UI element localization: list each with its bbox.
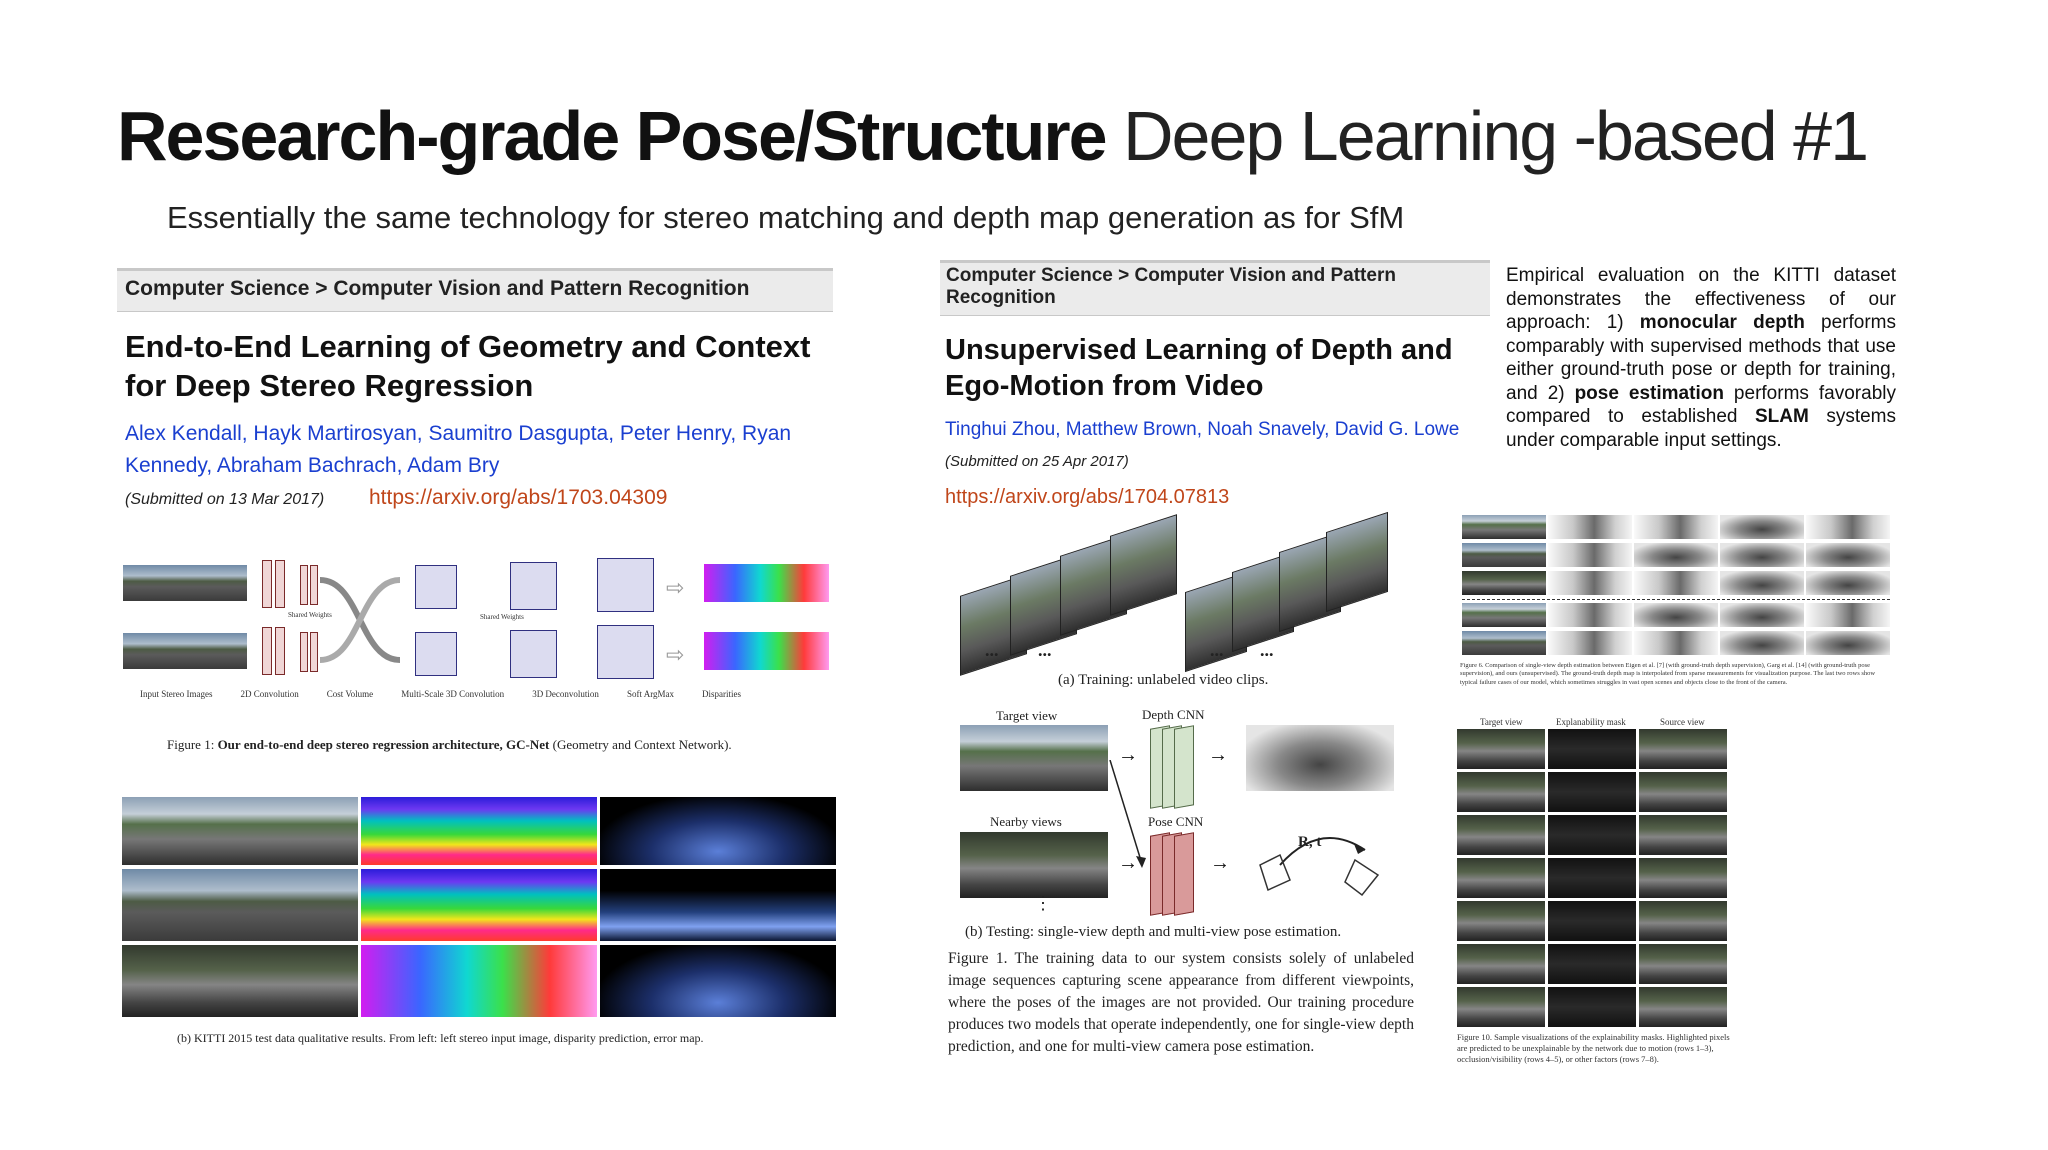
fig1-stage-label: Soft ArgMax xyxy=(626,689,675,699)
fig-b-arrow-3: → xyxy=(1118,852,1138,874)
paper1-arxiv-link[interactable]: https://arxiv.org/abs/1703.04309 xyxy=(369,486,668,509)
kitti-disparity-1 xyxy=(361,797,597,865)
paper2-authors[interactable]: Tinghui Zhou, Matthew Brown, Noah Snavel… xyxy=(945,419,1460,440)
fig1-arrow-bottom: ⇨ xyxy=(666,642,685,667)
paper1-subject-bar: Computer Science > Computer Vision and P… xyxy=(117,268,833,312)
fig6-caption: Figure 6. Comparison of single-view dept… xyxy=(1460,662,1876,686)
abstract-text-1: Empirical evaluation on the KITTI datase… xyxy=(1506,265,1896,334)
fig1-shared-weights-label-2: Shared Weights xyxy=(480,613,524,621)
fig1-arrow-top: ⇨ xyxy=(666,575,685,600)
paper2-fig1-caption: Figure 1. The training data to our syste… xyxy=(948,950,1414,1055)
fig1-caption-suffix: (Geometry and Context Network). xyxy=(549,737,732,752)
fig-b-arrow-4: → xyxy=(1210,852,1230,874)
paper2-abstract-excerpt: Empirical evaluation on the KITTI datase… xyxy=(1506,264,1896,452)
fig1-stage-label: 3D Deconvolution xyxy=(532,689,599,699)
paper2-title: Unsupervised Learning of Depth and Ego-M… xyxy=(945,334,1453,403)
kitti-disparity-2 xyxy=(361,869,597,941)
fig1-cost-volume-curve xyxy=(320,577,400,663)
fig-b-pose-cnn-label: Pose CNN xyxy=(1148,814,1204,829)
slide-title-bold: Research-grade Pose/Structure xyxy=(117,97,1108,175)
fig1-disparity-bottom xyxy=(704,632,829,670)
fig1-stage-label: Cost Volume xyxy=(326,689,374,699)
fig-b-vdots: ⋮ xyxy=(1034,893,1052,913)
fig1-disparity-top xyxy=(704,564,829,602)
abstract-text-4: systems under comparable input settings. xyxy=(1506,406,1897,451)
fig1-stage-label: Multi-Scale 3D Convolution xyxy=(401,689,505,699)
abstract-text-2: performs comparably with supervised meth… xyxy=(1506,312,1896,404)
kitti-error-1 xyxy=(600,797,836,865)
fig10-header-mask: Explanability mask xyxy=(1556,717,1626,727)
abstract-bold-monocular-depth: monocular depth xyxy=(1639,312,1805,334)
fig10-caption: Figure 10. Sample visualizations of the … xyxy=(1457,1032,1730,1065)
fig1-input-right-image xyxy=(123,633,247,669)
abstract-bold-slam: SLAM xyxy=(1755,406,1809,428)
paper1-submitted: (Submitted on 13 Mar 2017) xyxy=(125,491,325,508)
fig1-stage-label: Input Stereo Images xyxy=(140,689,213,699)
paper2-arxiv-link[interactable]: https://arxiv.org/abs/1704.07813 xyxy=(945,486,1230,508)
paper1-authors[interactable]: Alex Kendall, Hayk Martirosyan, Saumitro… xyxy=(125,422,792,477)
fig1-caption-prefix: Figure 1: xyxy=(167,737,218,752)
fig-b-rt-label: R, t xyxy=(1298,834,1322,850)
paper1-title: End-to-End Learning of Geometry and Cont… xyxy=(125,329,811,403)
kitti-error-3 xyxy=(600,945,836,1017)
fig-b-depth-cnn-label: Depth CNN xyxy=(1142,707,1205,722)
slide-subtitle: Essentially the same technology for ster… xyxy=(167,200,1405,235)
fig1-shared-weights-label: Shared Weights xyxy=(288,611,332,619)
fig10-header-target: Target view xyxy=(1480,717,1523,727)
slide-title-light: Deep Learning -based #1 xyxy=(1122,97,1869,175)
fig-b-arrow-1: → xyxy=(1118,744,1138,766)
fig-b-nearby-image xyxy=(960,832,1108,898)
slide-title: Research-grade Pose/Structure Deep Learn… xyxy=(117,97,1869,175)
fig1-stage-labels: Input Stereo Images 2D Convolution Cost … xyxy=(140,689,741,699)
fig10-header-source: Source view xyxy=(1660,717,1705,727)
kitti-disparity-3 xyxy=(361,945,597,1017)
kitti-input-3 xyxy=(122,945,358,1017)
fig-a-dots-4: ... xyxy=(1260,640,1274,660)
abstract-bold-pose-estimation: pose estimation xyxy=(1574,382,1724,404)
fig-b-nearby-views-label: Nearby views xyxy=(990,814,1062,829)
kitti-input-2 xyxy=(122,869,358,941)
abstract-text-3: performs favorably compared to establish… xyxy=(1506,382,1896,428)
fig-a-dots-3: ... xyxy=(1210,640,1224,660)
fig1-input-left-image xyxy=(123,565,247,601)
fig1-stage-label: 2D Convolution xyxy=(240,689,299,699)
fig-b-connector-arrows xyxy=(1109,760,1146,868)
fig1-stage-label: Disparities xyxy=(702,689,742,699)
fig-b-arrow-2: → xyxy=(1208,744,1228,766)
fig-a-dots-2: ... xyxy=(1038,640,1052,660)
fig-b-camera-pose-diagram xyxy=(1259,837,1380,897)
kitti-input-1 xyxy=(122,797,358,865)
fig-b-caption: (b) Testing: single-view depth and multi… xyxy=(965,924,1342,940)
fig-b-target-image xyxy=(960,725,1108,791)
fig1-caption-bold: Our end-to-end deep stereo regression ar… xyxy=(217,737,550,752)
paper2-subject-bar: Computer Science > Computer Vision and P… xyxy=(940,260,1490,316)
kitti-error-2 xyxy=(600,869,836,941)
paper1-fig-b-caption: (b) KITTI 2015 test data qualitative res… xyxy=(177,1031,704,1045)
fig-b-depth-output xyxy=(1246,725,1394,791)
fig-b-target-view-label: Target view xyxy=(996,708,1058,723)
fig-a-dots-1: ... xyxy=(985,640,999,660)
fig-a-caption: (a) Training: unlabeled video clips. xyxy=(1058,672,1269,688)
paper2-submitted: (Submitted on 25 Apr 2017) xyxy=(945,453,1129,470)
paper1-fig1-caption: Figure 1: Our end-to-end deep stereo reg… xyxy=(167,737,732,753)
